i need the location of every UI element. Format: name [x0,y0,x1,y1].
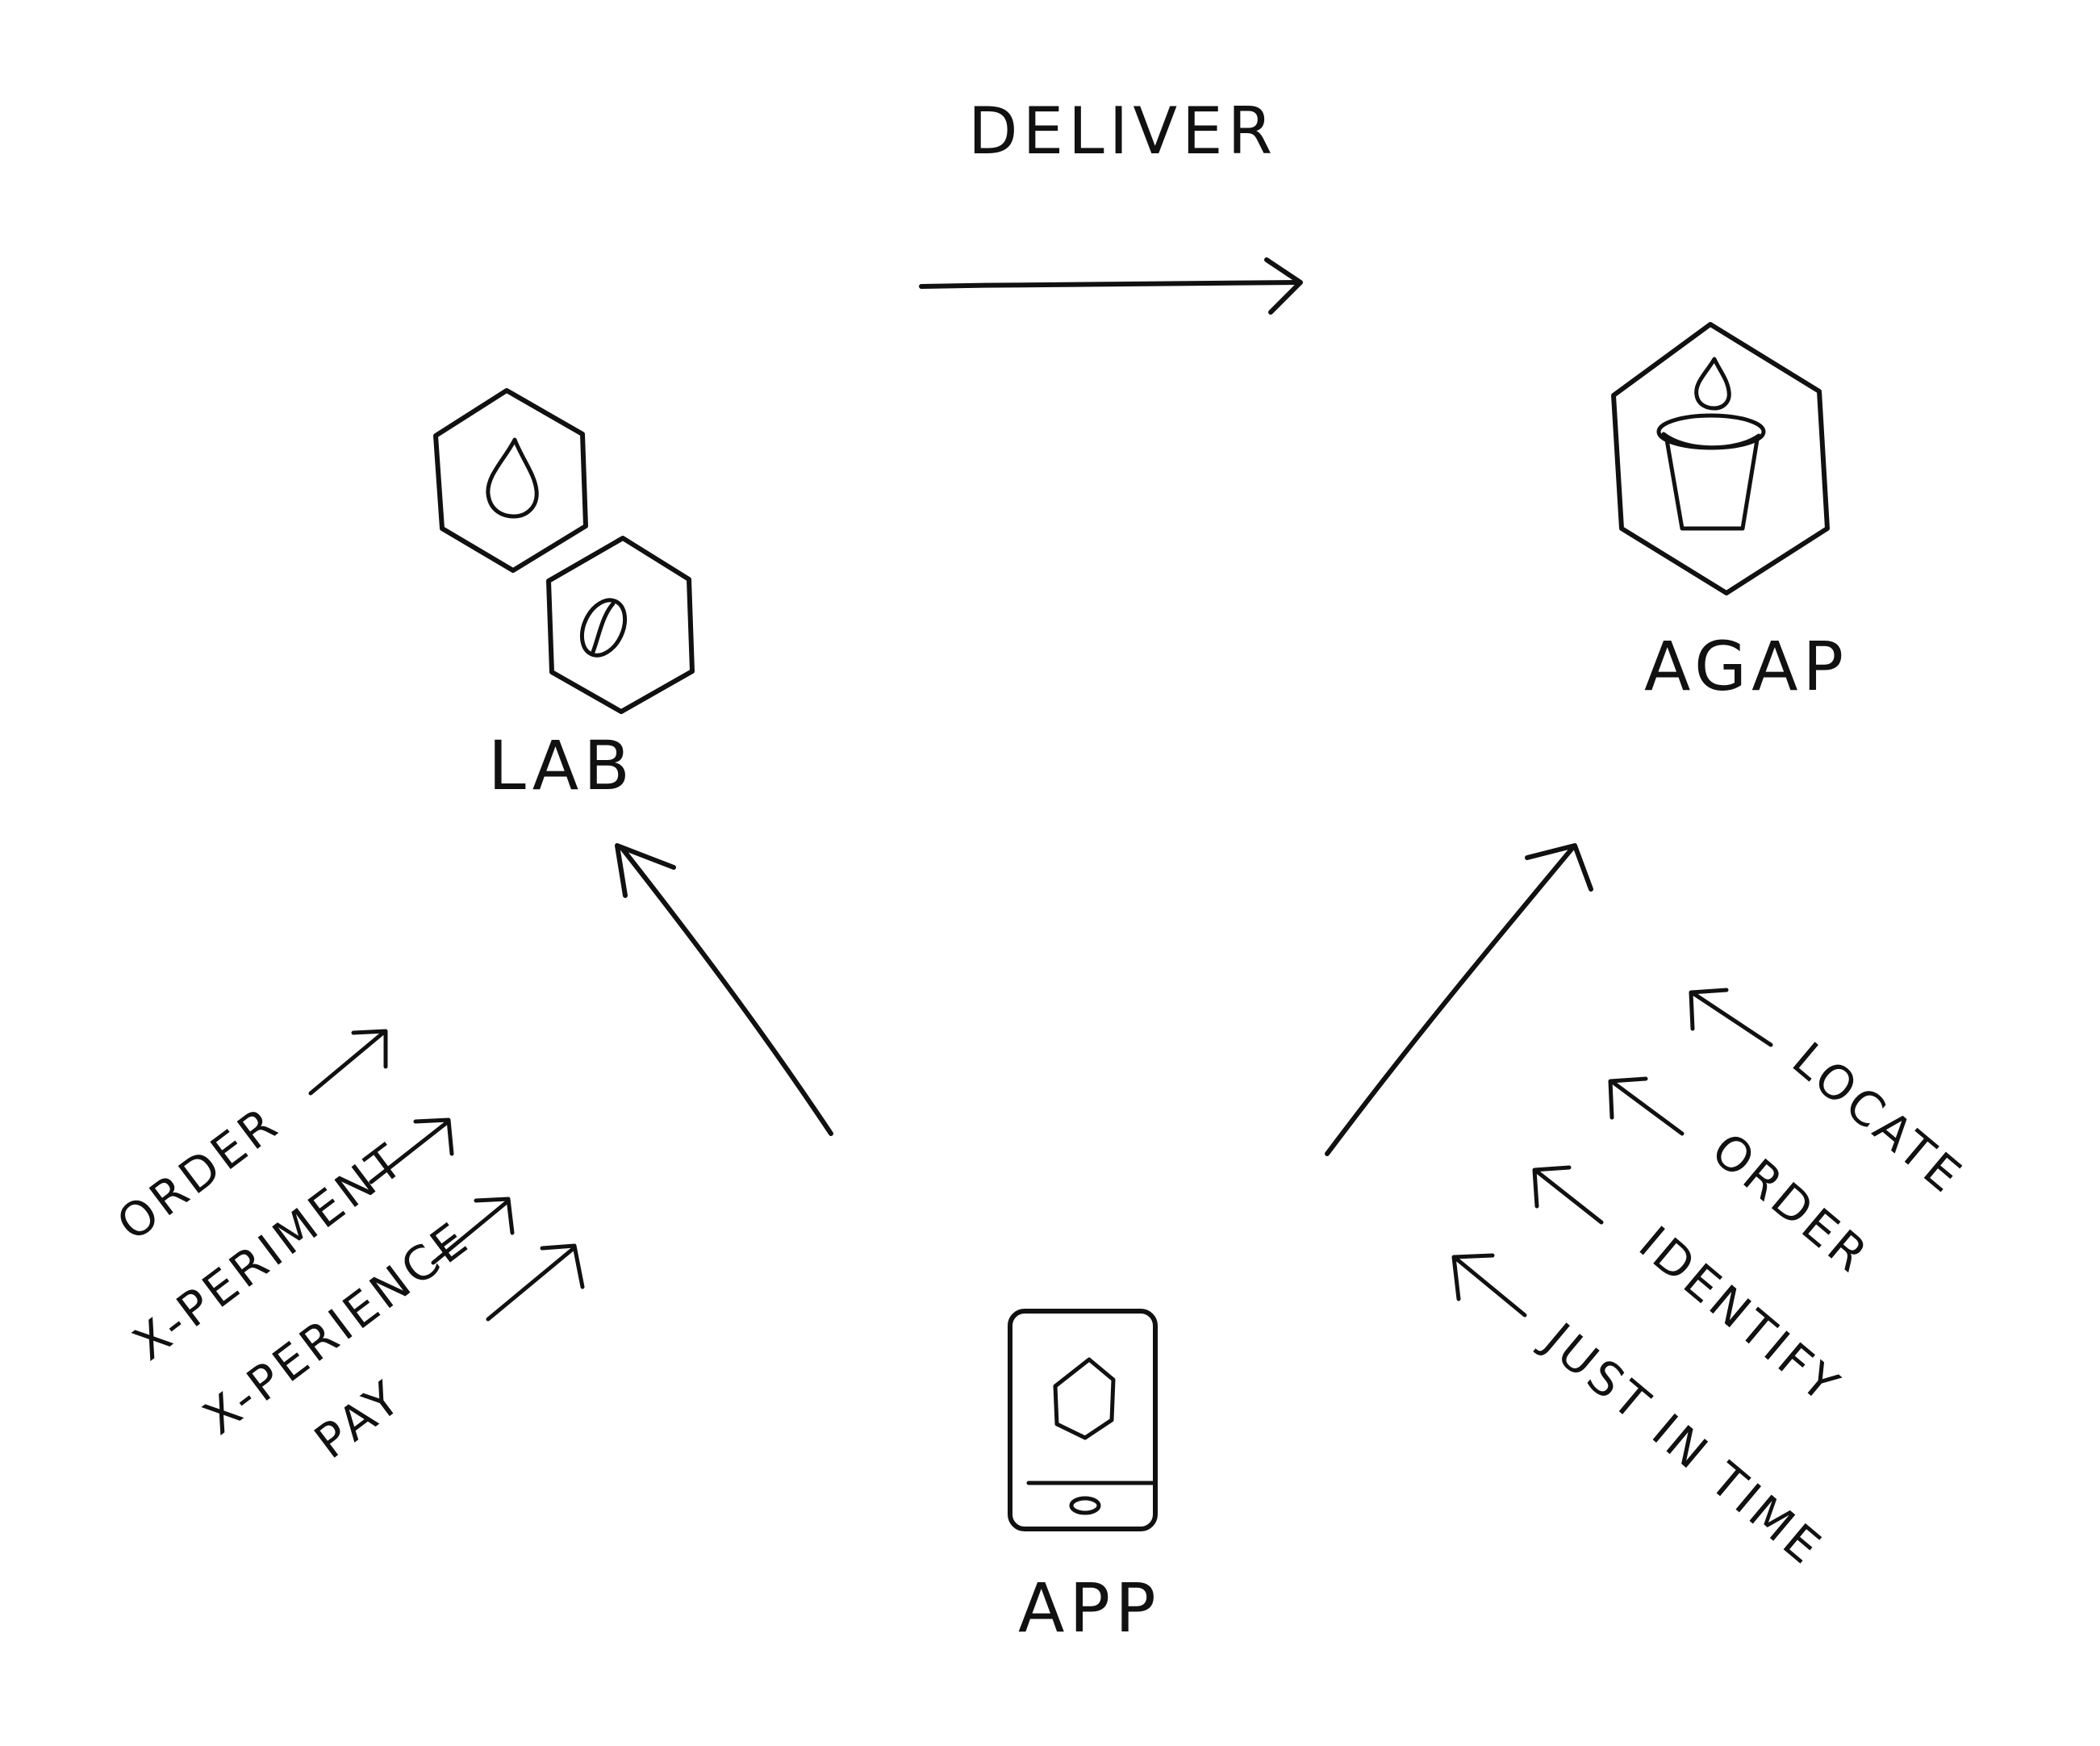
lab-bean-hexagon [546,536,695,714]
hexagon-icon [1053,1357,1116,1440]
agap-hexagon [1611,322,1830,595]
lab-label: LAB [488,726,635,805]
droplet-icon [486,437,539,519]
agap-action-arrow-1 [1689,988,1773,1047]
agap-action-locate: LOCATE [1782,1032,1974,1205]
agap-node: AGAP [1611,322,1848,706]
agap-action-arrows [1451,988,1773,1318]
app-label: APP [1018,1568,1161,1648]
agap-label: AGAP [1644,627,1848,706]
lab-action-arrow-2 [369,1117,454,1184]
lab-water-hexagon [433,388,588,573]
deliver-arrow [919,257,1303,315]
droplet-icon [1694,357,1731,411]
app-to-agap-arrow [1325,843,1593,1156]
lab-action-arrow-3 [431,1197,515,1265]
agap-action-arrow-4 [1451,1253,1527,1318]
lab-action-arrows [308,1029,585,1322]
lab-action-pay: PAY [305,1369,413,1470]
agap-actions: LOCATE ORDER IDENTIFY JUST IN TIME [1532,1032,1974,1577]
smartphone-icon [1008,1309,1158,1531]
deliver-label: DELIVER [968,94,1277,169]
lab-action-arrow-4 [486,1243,585,1322]
lab-node: LAB [433,388,695,805]
coffee-bean-icon [579,598,628,658]
lab-action-arrow-1 [308,1029,388,1096]
agap-action-order: ORDER [1701,1122,1881,1285]
agap-action-arrow-3 [1532,1165,1604,1225]
lab-actions: ORDER X-PERIMENT X-PERIENCE PAY [107,1095,481,1469]
agap-action-arrow-2 [1608,1076,1685,1136]
app-node: APP [1008,1309,1161,1648]
app-to-lab-arrow [615,843,833,1136]
cup-icon [1656,413,1766,531]
